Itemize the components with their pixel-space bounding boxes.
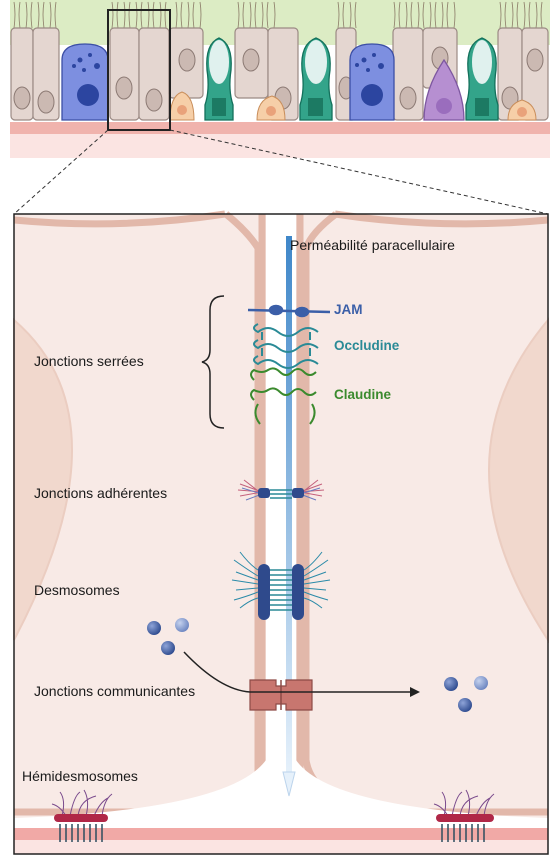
permeability-label: Perméabilité paracellulaire xyxy=(290,237,455,253)
gap-junction xyxy=(250,680,312,710)
tight-junctions-label: Jonctions serrées xyxy=(34,353,144,369)
purple-cell-nucleus xyxy=(436,98,452,114)
gap-junctions-label: Jonctions communicantes xyxy=(34,683,195,699)
zoom-panel xyxy=(14,214,548,854)
adherens-junctions-label: Jonctions adhérentes xyxy=(34,485,167,501)
basement-membrane xyxy=(10,122,550,134)
panel-basement-membrane xyxy=(14,828,548,840)
hemidesmosomes-label: Hémidesmosomes xyxy=(22,768,138,784)
panel-connective-tissue xyxy=(14,840,548,854)
epithelium-overview xyxy=(10,0,550,214)
occludin-label: Occludine xyxy=(334,338,399,353)
desmosomes-label: Desmosomes xyxy=(34,582,120,598)
jam-label: JAM xyxy=(334,302,363,317)
claudin-label: Claudine xyxy=(334,387,391,402)
